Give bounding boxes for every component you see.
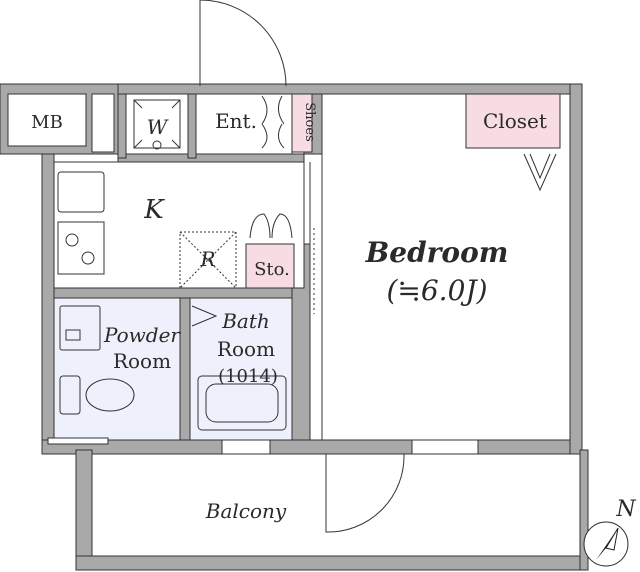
balcony-door [325, 453, 405, 533]
bathtub-icon [197, 375, 287, 431]
fixtures [47, 99, 479, 455]
bedroom-label: Bedroom [365, 236, 509, 269]
room-floors [7, 93, 581, 557]
washer-pan-icon [133, 99, 181, 150]
bath-label-line1: Bath [221, 309, 270, 333]
labels: MB W Ent. Shoes Closet K R Sto. Bedroom … [31, 102, 547, 523]
kitchen-sink-icon [57, 171, 105, 213]
powder-label-line1: Powder [103, 323, 181, 347]
kitchen-label: K [143, 195, 165, 225]
washer-label: W [147, 115, 169, 139]
stove-icon [57, 221, 105, 275]
compass: N [583, 497, 636, 567]
shoes-label: Shoes [302, 102, 317, 141]
bath-door [191, 305, 218, 327]
bath-label-line2: Room [217, 337, 275, 361]
compass-ring [583, 521, 629, 567]
storage-label: Sto. [254, 259, 290, 280]
closet-door [523, 153, 557, 192]
doors [191, 0, 557, 533]
bath-size-label: (1014) [218, 366, 278, 387]
north-label: N [615, 497, 636, 522]
washbasin-icon [59, 305, 101, 351]
mb-label: MB [31, 112, 63, 133]
bedroom-size-label: (≒6.0J) [386, 274, 487, 307]
entrance-door [199, 0, 287, 87]
balcony-label: Balcony [205, 499, 287, 523]
north-arrow-icon [596, 528, 618, 560]
toilet-icon [59, 375, 135, 415]
powder-label-line2: Room [113, 349, 171, 373]
refrigerator-space [179, 231, 237, 289]
closet-label: Closet [483, 109, 547, 133]
refrigerator-label: R [199, 247, 215, 271]
entrance-label: Ent. [215, 109, 257, 133]
storage-door [249, 213, 293, 239]
